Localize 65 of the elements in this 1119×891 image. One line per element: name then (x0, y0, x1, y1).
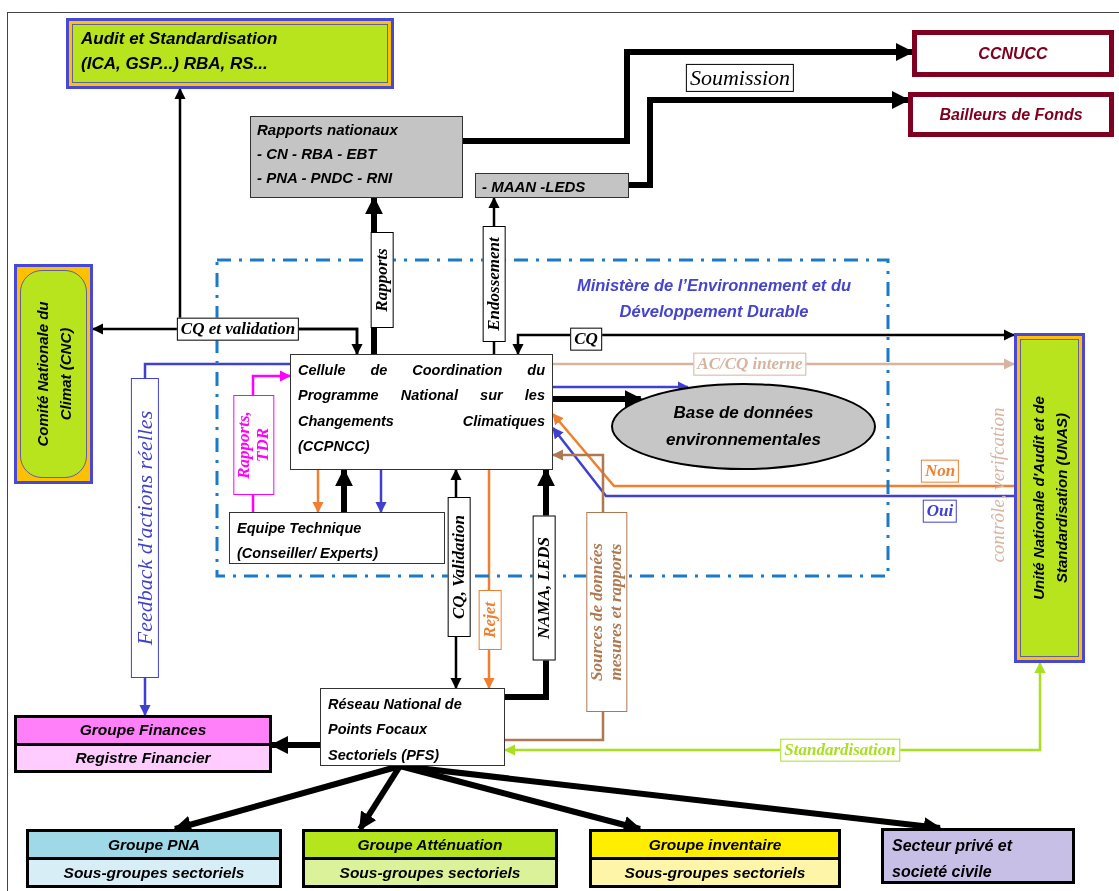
group-subtitle: Sous-groupes sectoriels (592, 857, 838, 885)
group-box (14, 715, 272, 773)
connector-arrow (629, 91, 910, 188)
connector-arrow (270, 736, 320, 754)
region-title: Ministère de l’Environnement et du Développement Durable (575, 275, 853, 323)
edge-label: CQ (570, 327, 602, 351)
recipient-box (912, 30, 1114, 77)
box-text: - PNA - PNDC - RNI (257, 169, 393, 186)
unit-box (1014, 333, 1085, 663)
edge-label: Non (920, 459, 960, 483)
group-title: Groupe Finances (17, 718, 269, 743)
box-text: Secteur privé et societé civile (892, 837, 1013, 880)
committee-box (14, 264, 93, 484)
box-text: Réseau National de Points Focaux Sectoriels (PFS) (328, 696, 462, 763)
connector-arrow (552, 413, 1014, 488)
group-title: Groupe inventaire (592, 832, 838, 857)
group-subtitle: Sous-groupes sectoriels (29, 857, 279, 885)
box-text: CCNUCC (978, 44, 1048, 63)
ellipse-text: Base de données environnementales (665, 402, 822, 451)
audit-box (66, 18, 394, 89)
side-note: contrôle, verifcation (987, 407, 1009, 563)
report-box (475, 173, 629, 198)
edge-label: Rapports, TDR (233, 395, 275, 495)
process-box (320, 688, 505, 766)
vertical-text: Comité Nationale du Climat (CNC) (32, 300, 75, 449)
connector-arrow (463, 43, 914, 144)
edge-label: CQ, Validation (447, 497, 471, 637)
connector-arrow (512, 329, 1016, 356)
vertical-text: Unité Nationale d'Audit et de Standardisation (UNAS) (1028, 395, 1071, 602)
edge-label: Standardisation (780, 738, 900, 762)
connector-arrow (553, 390, 643, 408)
edge-label: Oui (922, 499, 958, 523)
box-text: Bailleurs de Fonds (939, 105, 1083, 124)
edge-label: Endossement (482, 226, 506, 342)
connector-arrow (335, 468, 353, 512)
report-box (250, 116, 463, 198)
box-text: - MAAN -LEDS (482, 178, 586, 195)
process-box (290, 354, 553, 470)
connector-arrow (312, 470, 324, 514)
group-subtitle: Sous-groupes sectoriels (305, 857, 555, 885)
edge-label: AC/CQ interne (693, 352, 807, 376)
edge-label: Rejet (478, 590, 502, 650)
connector-arrow (375, 470, 387, 514)
edge-label: Feedback d'actions réelles (130, 378, 160, 678)
edge-label: Soumission (685, 63, 795, 93)
group-box (302, 829, 558, 888)
box-text: Audit et Standardisation (81, 28, 279, 50)
process-box (229, 512, 445, 564)
edge-label: NAMA, LEDS (532, 515, 556, 661)
box-text: Rapports nationaux (257, 121, 398, 138)
group-box (26, 829, 282, 888)
box-text: - CN - RBA - EBT (257, 145, 377, 162)
sector-box (881, 828, 1075, 884)
recipient-box (908, 92, 1114, 137)
edge-label: CQ et validation (176, 317, 300, 341)
edge-label: Sources de données mesures et rapports (586, 512, 628, 712)
box-text: Cellule de Coordination du Programme National sur les Changements Climatiques (CCPNCC) (298, 362, 545, 455)
box-text: Equipe Technique (Conseiller/ Experts) (237, 520, 378, 562)
group-subtitle: Registre Financier (17, 742, 269, 770)
group-title: Groupe Atténuation (305, 832, 555, 857)
group-title: Groupe PNA (29, 832, 279, 857)
box-text: (ICA, GSP...) RBA, RS... (81, 52, 269, 75)
group-box (589, 829, 841, 888)
connector-arrow (552, 427, 1014, 498)
edge-label: Rapports (370, 232, 394, 328)
